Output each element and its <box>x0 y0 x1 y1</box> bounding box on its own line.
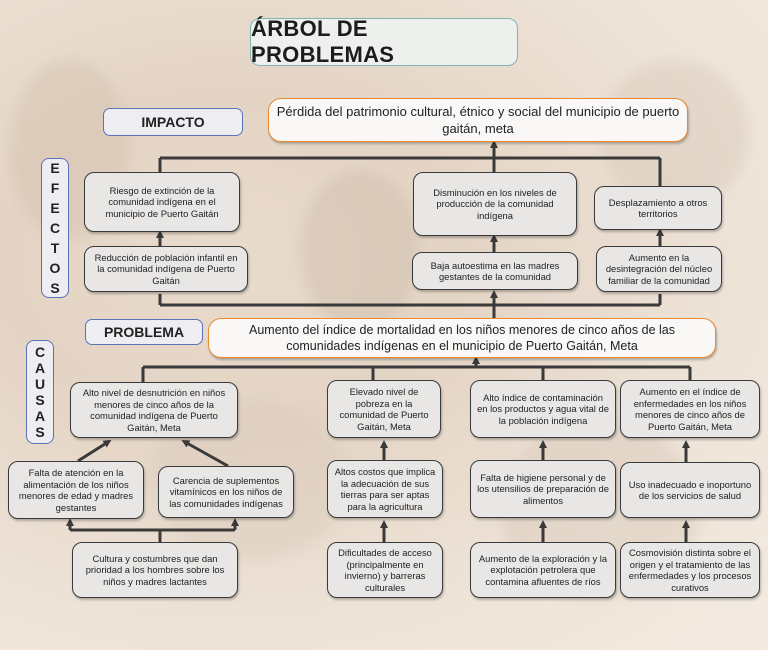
problem-label: PROBLEMA <box>85 319 203 345</box>
effect-box: Riesgo de extinción de la comunidad indí… <box>84 172 240 232</box>
rootcause-box: Dificultades de acceso (principalmente e… <box>327 542 443 598</box>
impact-label: IMPACTO <box>103 108 243 136</box>
subcause-box: Altos costos que implica la adecuación d… <box>327 460 443 518</box>
effect-box: Reducción de población infantil en la co… <box>84 246 248 292</box>
effects-label: EFECTOS <box>41 158 69 298</box>
problem-box: Aumento del índice de mortalidad en los … <box>208 318 716 358</box>
rootcause-box: Cultura y costumbres que dan prioridad a… <box>72 542 238 598</box>
effects-label-text: EFECTOS <box>49 160 61 296</box>
cause-box: Elevado nivel de pobreza en la comunidad… <box>327 380 441 438</box>
subcause-box: Falta de higiene personal y de los utens… <box>470 460 616 518</box>
rootcause-box: Aumento de la exploración y la explotaci… <box>470 542 616 598</box>
causes-label: CAUSAS <box>26 340 54 444</box>
effect-box: Desplazamiento a otros territorios <box>594 186 722 230</box>
effect-box: Baja autoestima en las madres gestantes … <box>412 252 578 290</box>
subcause-box: Carencia de suplementos vitamínicos en l… <box>158 466 294 518</box>
causes-label-text: CAUSAS <box>34 344 46 440</box>
impact-box: Pérdida del patrimonio cultural, étnico … <box>268 98 688 142</box>
subcause-box: Uso inadecuado e inoportuno de los servi… <box>620 462 760 518</box>
rootcause-box: Cosmovisión distinta sobre el origen y e… <box>620 542 760 598</box>
subcause-box: Falta de atención en la alimentación de … <box>8 461 144 519</box>
effect-box: Aumento en la desintegración del núcleo … <box>596 246 722 292</box>
cause-box: Alto índice de contaminación en los prod… <box>470 380 616 438</box>
cause-box: Alto nivel de desnutrición en niños meno… <box>70 382 238 438</box>
page-title: ÁRBOL DE PROBLEMAS <box>250 16 518 67</box>
cause-box: Aumento en el índice de enfermedades en … <box>620 380 760 438</box>
effect-box: Disminución en los niveles de producción… <box>413 172 577 236</box>
